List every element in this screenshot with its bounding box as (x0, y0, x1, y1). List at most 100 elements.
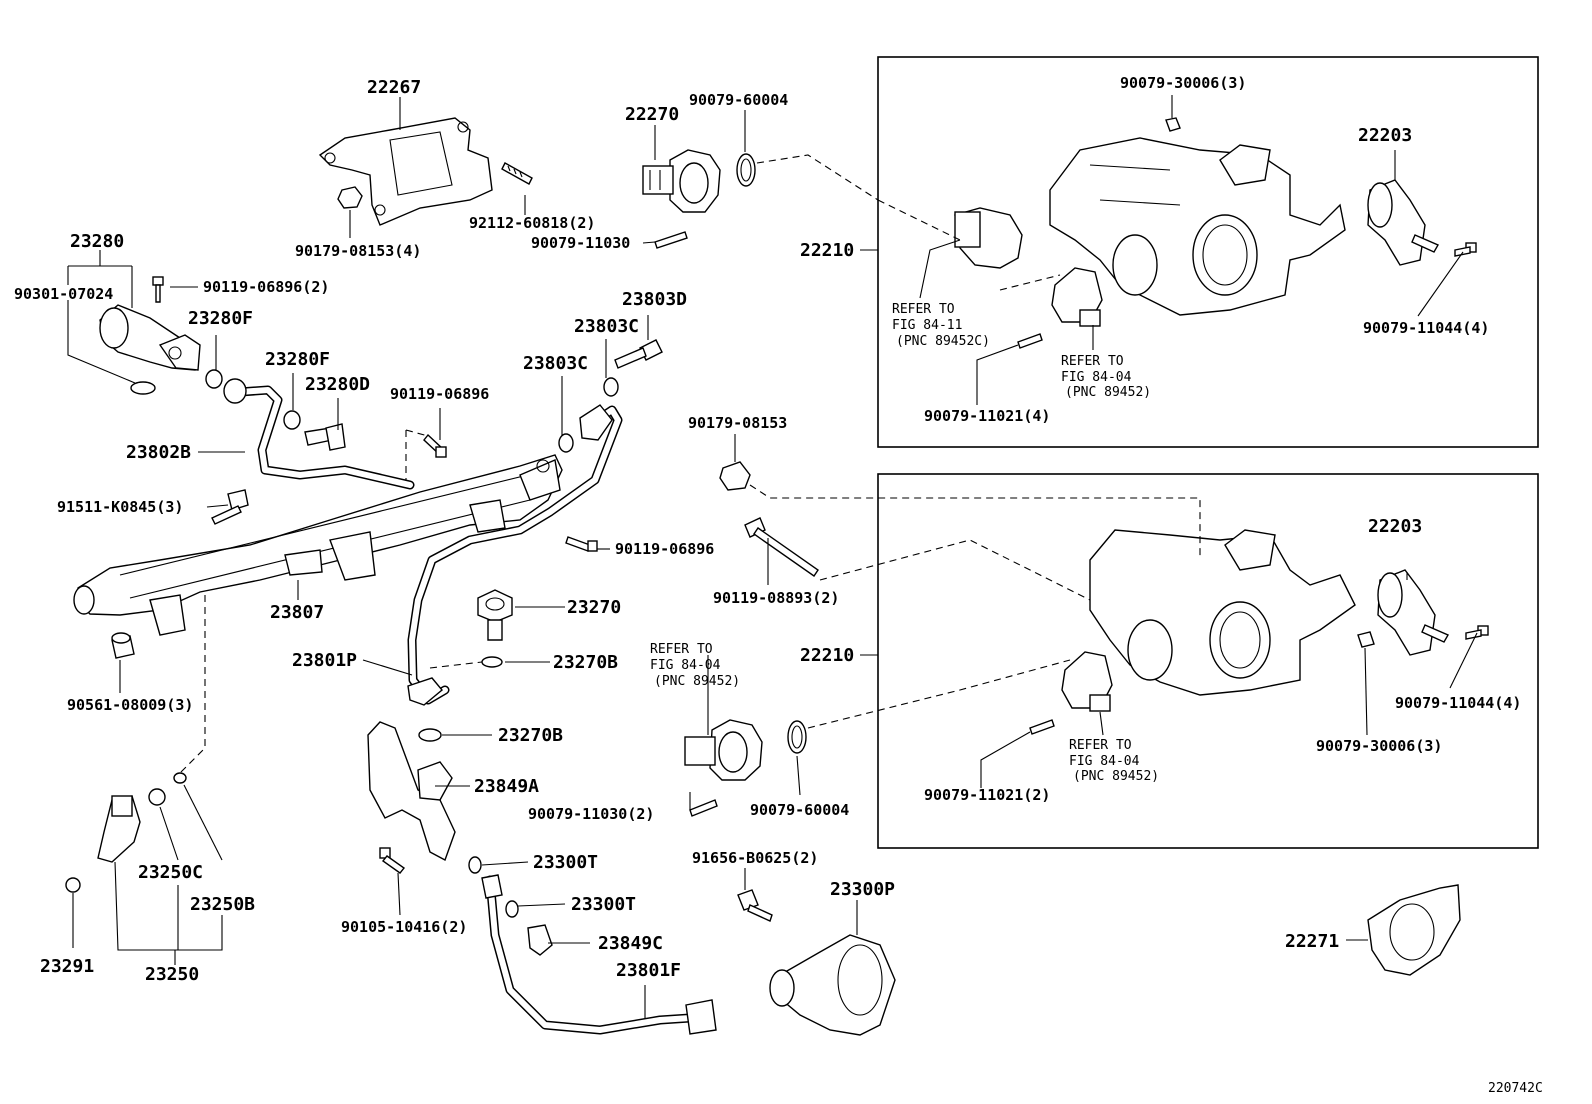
label-90179-4: 90179-08153(4) (295, 242, 421, 260)
damper-23270-drawing (477, 589, 513, 641)
label-23803C-a: 23803C (574, 316, 639, 337)
fuel-hose-23801P-drawing (407, 404, 623, 706)
gasket-90079-60004-drawing (736, 153, 756, 187)
ref3-line2: FIG 84-04 (650, 658, 721, 673)
lower-assembly-frame (877, 473, 1539, 849)
label-90079-11021-4: 90079-11021(4) (924, 407, 1050, 425)
gasket-lower-inner (791, 725, 803, 749)
label-22210-upper: 22210 (800, 240, 854, 261)
label-90079-60004-top: 90079-60004 (689, 91, 788, 109)
bolt-90119-b-drawing (565, 536, 598, 552)
delivery-pipe-23807-drawing (73, 454, 563, 636)
leader-lines (67, 95, 1478, 1018)
label-23270: 23270 (567, 597, 621, 618)
clamp-23849A-drawing (367, 721, 456, 861)
gasket-inner (740, 158, 752, 182)
injector-23250-drawing (97, 795, 141, 863)
label-23300T-b: 23300T (571, 894, 636, 915)
label-23280: 23280 (70, 231, 124, 252)
bolt-90119-08893-drawing (744, 517, 819, 577)
screw-90079-11021-lower-drawing (1029, 719, 1055, 735)
label-90079-11044-upper: 90079-11044(4) (1363, 319, 1489, 337)
throttle-body-lower-drawing (1089, 529, 1356, 696)
label-90119-08893: 90119-08893(2) (713, 589, 839, 607)
label-90079-30006-upper: 90079-30006(3) (1120, 74, 1246, 92)
gasket-23280F-b-drawing (283, 410, 301, 430)
sensor-22203-lower-drawing (1377, 569, 1449, 656)
bolt-90119-2-drawing (152, 276, 164, 303)
fuel-pipe-23802B-drawing (223, 378, 415, 490)
ref2-line2: FIG 84-04 (1061, 370, 1132, 385)
ref1-line1: REFER TO (892, 302, 955, 317)
label-23280F-b: 23280F (265, 349, 330, 370)
fuel-hose-23801F-drawing (481, 874, 717, 1035)
bolt-91656-drawing (737, 889, 773, 922)
label-23250B: 23250B (190, 894, 255, 915)
label-90301: 90301-07024 (14, 285, 113, 303)
insulator-90561-drawing (111, 632, 135, 659)
label-23801P: 23801P (292, 650, 357, 671)
o-ring-90301-drawing (130, 381, 156, 395)
label-90079-11030-top: 90079-11030 (531, 234, 630, 252)
nut-90179-drawing (337, 186, 363, 209)
clamp-23849C-drawing (527, 924, 553, 956)
label-90079-60004-lower: 90079-60004 (750, 801, 849, 819)
gasket-90079-60004-lower-drawing (787, 720, 807, 754)
label-23300T-a: 23300T (533, 852, 598, 873)
label-23803D: 23803D (622, 289, 687, 310)
ref2-line3: (PNC 89452) (1065, 385, 1151, 400)
bolt-90119-a-head (435, 446, 447, 458)
sensor-22203-upper-drawing (1367, 179, 1439, 266)
label-23291: 23291 (40, 956, 94, 977)
label-90119-a: 90119-06896 (390, 385, 489, 403)
upper-assembly-frame (877, 56, 1539, 448)
grommet-23291-drawing (65, 877, 81, 893)
nut-90079-30006-lower-drawing (1357, 631, 1375, 648)
label-92112: 92112-60818(2) (469, 214, 595, 232)
label-22270: 22270 (625, 104, 679, 125)
label-22267: 22267 (367, 77, 421, 98)
union-bolt-23280D-drawing (304, 423, 346, 451)
label-90079-11021-2: 90079-11021(2) (924, 786, 1050, 804)
reference-note-fig-84-04-lower: REFER TO FIG 84-04 (PNC 89452) (1069, 738, 1159, 784)
bracket-22267-drawing (318, 117, 493, 226)
screw-90079-11044-upper-drawing (1454, 242, 1477, 257)
pressure-regulator-23280-drawing (99, 304, 201, 371)
label-90079-30006-lower: 90079-30006(3) (1316, 737, 1442, 755)
gasket-23300T-a-drawing (468, 856, 482, 874)
label-23300P: 23300P (830, 879, 895, 900)
label-22271: 22271 (1285, 931, 1339, 952)
gasket-23803C-b-drawing (558, 433, 574, 453)
dashed-lines (179, 154, 1201, 774)
catalog-code: 220742C (1488, 1081, 1543, 1096)
ref4-line1: REFER TO (1069, 738, 1132, 753)
ref3-line1: REFER TO (650, 642, 713, 657)
label-23270B-a: 23270B (553, 652, 618, 673)
o-ring-23250B-drawing (173, 772, 187, 784)
gasket-23270B-a-drawing (481, 656, 503, 668)
label-23250: 23250 (145, 964, 199, 985)
tps-lower-drawing (1061, 651, 1113, 712)
ref3-line3: (PNC 89452) (654, 674, 740, 689)
reference-note-fig-84-04-upper: REFER TO FIG 84-04 (PNC 89452) (1061, 354, 1151, 400)
label-23802B: 23802B (126, 442, 191, 463)
label-90179-b: 90179-08153 (688, 414, 787, 432)
throttle-body-upper-drawing (1049, 137, 1346, 316)
screw-90079-11021-upper-drawing (1017, 333, 1043, 349)
reference-note-fig-84-11: REFER TO FIG 84-11 (PNC 89452C) (892, 302, 990, 349)
screw-90079-11030-lower-drawing (689, 799, 718, 817)
vsv-lower-drawing (684, 719, 763, 781)
label-90105: 90105-10416(2) (341, 918, 467, 936)
label-90561: 90561-08009(3) (67, 696, 193, 714)
isc-valve-upper-drawing (954, 207, 1023, 269)
label-23849C: 23849C (598, 933, 663, 954)
bolt-90105-drawing (379, 847, 406, 874)
label-23849A: 23849A (474, 776, 539, 797)
stud-92112-drawing (501, 162, 533, 185)
label-91656: 91656-B0625(2) (692, 849, 818, 867)
screw-90079-11030-drawing (654, 231, 688, 249)
reference-note-fig-84-04-middle: REFER TO FIG 84-04 (PNC 89452) (650, 642, 740, 689)
gasket-23280F-a-drawing (205, 369, 223, 389)
